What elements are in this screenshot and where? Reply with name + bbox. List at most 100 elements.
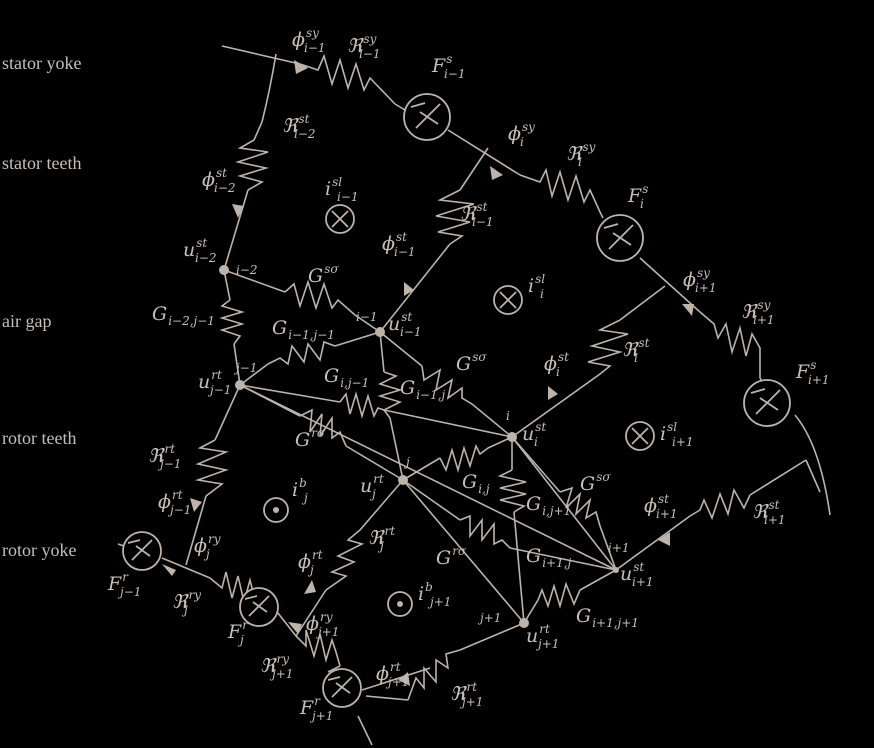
circuit-nodes xyxy=(219,265,619,628)
node-j-1 xyxy=(235,380,245,390)
arrow-phi-st-i xyxy=(548,386,558,400)
arrow-phi-st-i-2 xyxy=(232,204,244,218)
node-j xyxy=(398,475,408,485)
arrow-phi-rt-j+1 xyxy=(398,672,410,686)
slot-current-i-1 xyxy=(325,204,355,234)
flux-arrows xyxy=(162,60,694,686)
math-label: Gsσ xyxy=(308,262,339,287)
bar-current-j xyxy=(263,497,289,523)
stator-tooth-branch-i+1 xyxy=(615,459,807,571)
node-index-i-2: i−2 xyxy=(236,263,258,277)
arrow-phi-sy-i xyxy=(490,166,503,180)
slot-current-i+1 xyxy=(625,421,655,451)
node-index-j+1: j+1 xyxy=(477,611,501,625)
node-index-j: j xyxy=(403,455,410,469)
math-label: Gsσ xyxy=(580,470,611,495)
bar-current-j+1 xyxy=(387,591,413,617)
math-label: Gi+1,j+1 xyxy=(576,605,639,630)
mmf-source-rotor-j xyxy=(239,587,279,627)
slot-current-i xyxy=(493,285,523,315)
arrow-phi-ry-j+1 xyxy=(288,622,302,634)
mmf-source-stator-i+1 xyxy=(743,379,791,427)
math-label: Gi−1,j xyxy=(400,377,446,402)
region-rotor-teeth: rotor teeth xyxy=(2,428,76,448)
region-air-gap: air gap xyxy=(2,311,51,331)
rotor-tooth-branches xyxy=(185,384,525,701)
node-i xyxy=(507,432,517,442)
node-index-i: i xyxy=(506,409,510,423)
rotor-yoke-branch xyxy=(117,543,431,746)
math-label: Gi,j xyxy=(462,471,490,496)
math-label: Gi+1,j xyxy=(526,545,572,570)
air-gap-network xyxy=(219,269,617,624)
math-label: Gi,j−1 xyxy=(324,365,369,390)
node-i+1 xyxy=(613,567,619,573)
math-label: Gi−1,j−1 xyxy=(272,317,335,342)
mmf-source-stator-i-1 xyxy=(403,93,451,141)
node-i-1 xyxy=(375,327,385,337)
mmf-source-rotor-j+1 xyxy=(322,668,362,708)
math-label: Grσ xyxy=(295,426,326,451)
stator-tooth-branches xyxy=(223,121,666,438)
mmf-source-rotor-j-1 xyxy=(122,531,162,571)
math-label: Gi,j+1 xyxy=(526,493,571,518)
node-index-i+1: i+1 xyxy=(608,541,630,555)
stator-yoke-branch xyxy=(221,45,831,516)
stator-yoke-tap xyxy=(261,53,277,123)
node-index-i-1: i−1 xyxy=(356,310,378,324)
arrow-phi-rt-j xyxy=(304,580,316,594)
math-label: Gsσ xyxy=(456,350,487,375)
arrow-phi-st-i+1 xyxy=(658,532,670,546)
arrow-phi-ry-j xyxy=(162,564,176,576)
arrow-phi-sy-i-1 xyxy=(294,60,308,74)
mmf-source-stator-i xyxy=(596,214,644,262)
region-stator-teeth: stator teeth xyxy=(2,153,81,173)
math-label: Gi−2,j−1 xyxy=(152,303,215,328)
node-i-2 xyxy=(219,265,229,275)
arrow-phi-sy-i+1 xyxy=(682,304,694,316)
arrow-phi-st-i-1 xyxy=(404,282,414,296)
node-index-j-1: j−1 xyxy=(233,361,257,375)
